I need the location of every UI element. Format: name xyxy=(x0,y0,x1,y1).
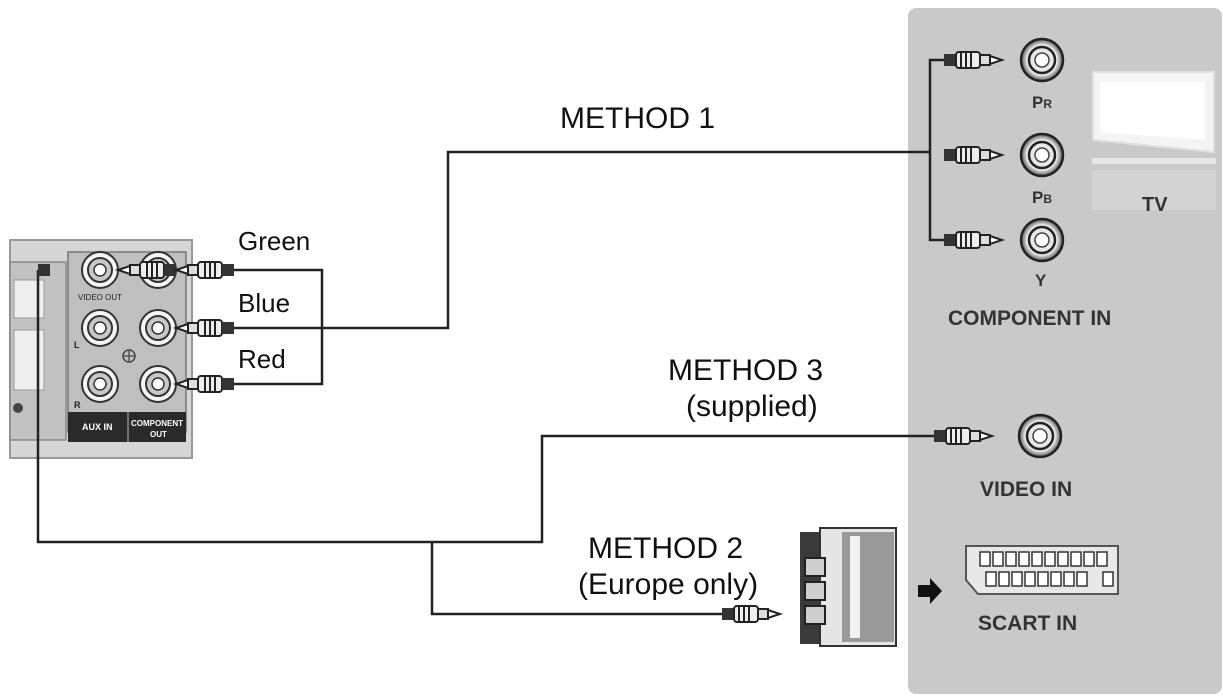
method2-label: METHOD 2 xyxy=(588,532,743,565)
method3-cable xyxy=(36,270,934,544)
video-out-plug-tail xyxy=(38,264,50,276)
pr-jack[interactable] xyxy=(1019,37,1065,83)
y-jack-label: Y xyxy=(1035,271,1047,290)
pb-jack[interactable] xyxy=(1019,132,1065,178)
scart-in-label: SCART IN xyxy=(978,612,1077,635)
red-wire-label: Red xyxy=(238,344,286,374)
aux-in-label: AUX IN xyxy=(82,422,113,432)
tv-panel: TV PR PB Y COMPONENT IN VIDEO IN xyxy=(908,8,1222,694)
component-out-label-line2: OUT xyxy=(150,430,167,439)
aux-l-jack[interactable] xyxy=(81,309,119,347)
blue-wire-label: Blue xyxy=(238,288,290,318)
component-pb-jack[interactable] xyxy=(139,309,177,347)
component-y-jack[interactable] xyxy=(139,365,177,403)
component-in-label: COMPONENT IN xyxy=(948,307,1111,330)
tv-icon xyxy=(1092,71,1216,210)
tv-label: TV xyxy=(1142,194,1168,216)
pb-jack-label: PB xyxy=(1032,188,1052,207)
aux-r-jack[interactable] xyxy=(81,365,119,403)
label-strip xyxy=(68,412,186,442)
aux-r-label: R xyxy=(74,400,81,410)
aux-l-label: L xyxy=(74,340,80,350)
video-out-label: VIDEO OUT xyxy=(78,293,122,302)
video-in-label: VIDEO IN xyxy=(980,478,1072,501)
method3-note: (supplied) xyxy=(686,390,818,423)
red-wire xyxy=(232,330,324,386)
component-out-label-line1: COMPONENT xyxy=(131,419,183,428)
pr-jack-label: PR xyxy=(1032,93,1052,112)
method3-label: METHOD 3 xyxy=(668,354,823,387)
green-wire-label: Green xyxy=(238,226,310,256)
scart-adapter xyxy=(800,527,897,647)
scart-arrow-icon xyxy=(918,578,942,604)
tv-component-branch xyxy=(928,58,944,242)
method1-label: METHOD 1 xyxy=(560,102,715,135)
y-jack[interactable] xyxy=(1019,217,1065,263)
method1-cable xyxy=(232,150,930,330)
method2-cable xyxy=(430,542,722,616)
method2-note: (Europe only) xyxy=(578,568,758,601)
video-out-jack[interactable] xyxy=(81,251,119,289)
scart-adapter-plug xyxy=(721,605,781,623)
scart-port[interactable] xyxy=(965,545,1119,595)
green-wire xyxy=(232,268,324,330)
video-in-jack[interactable] xyxy=(1017,413,1063,459)
